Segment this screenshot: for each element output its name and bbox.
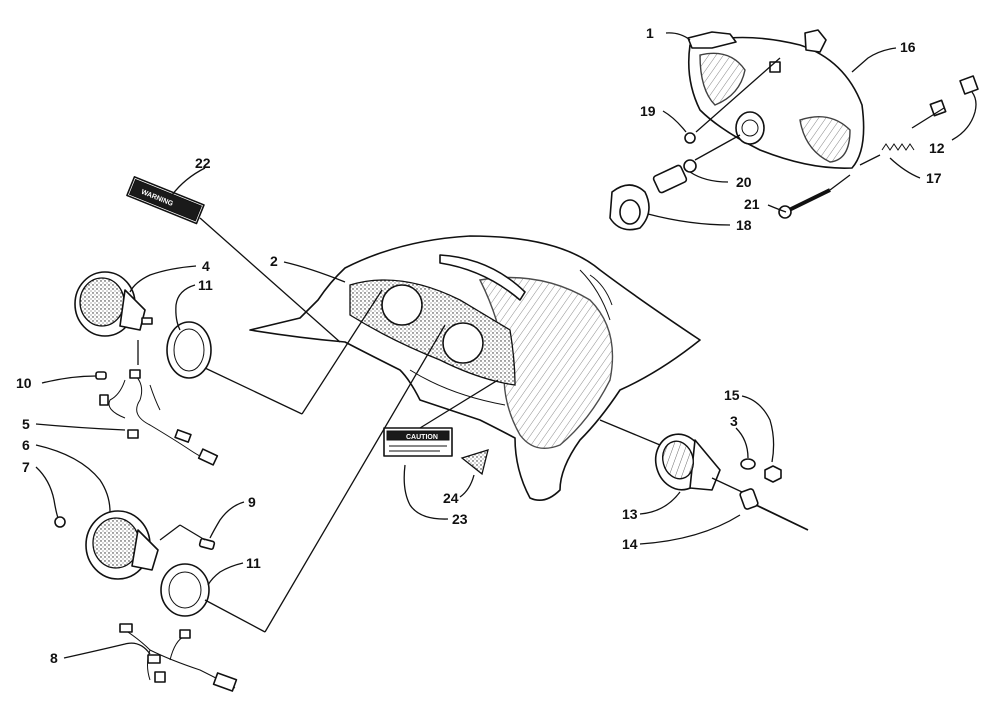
callout-11-lower: 11 xyxy=(246,555,261,571)
callout-15: 15 xyxy=(724,387,740,403)
callout-18: 18 xyxy=(736,217,752,233)
indicator-bulb-lower xyxy=(198,537,216,551)
callout-20: 20 xyxy=(736,174,752,190)
callout-3: 3 xyxy=(730,413,738,429)
callout-labels: 1 2 3 4 5 6 7 8 9 10 11 11 12 13 14 15 1… xyxy=(16,25,945,666)
callout-6: 6 xyxy=(22,437,30,453)
callout-17: 17 xyxy=(926,170,942,186)
hood-assembly xyxy=(249,235,701,501)
indicator-bulb-upper xyxy=(95,371,107,380)
gauge-bezel-ring-lower xyxy=(160,563,210,617)
callout-14: 14 xyxy=(622,536,638,552)
tachometer-gauge xyxy=(74,271,153,337)
washer xyxy=(740,458,756,470)
wiring-harness-lower xyxy=(119,623,238,692)
speedometer-bulb xyxy=(54,516,66,528)
cup-housing xyxy=(654,433,721,491)
headlight-housing xyxy=(687,29,865,169)
callout-23: 23 xyxy=(452,511,468,527)
callout-19: 19 xyxy=(640,103,656,119)
wiring-harness-upper xyxy=(99,369,219,466)
switch-cable xyxy=(739,488,809,531)
triangle-decal xyxy=(460,449,489,476)
bulb-socket xyxy=(652,159,697,194)
warning-decal: WARNING xyxy=(126,176,205,225)
callout-16: 16 xyxy=(900,39,916,55)
callout-10: 10 xyxy=(16,375,32,391)
retaining-ring xyxy=(609,184,650,231)
callout-21: 21 xyxy=(744,196,760,212)
caution-decal-text: CAUTION xyxy=(406,434,438,441)
headlight-clip xyxy=(687,31,737,49)
push-rivet xyxy=(684,132,696,144)
callout-1: 1 xyxy=(646,25,654,41)
callout-22: 22 xyxy=(195,155,211,171)
locknut xyxy=(764,465,782,483)
callout-2: 2 xyxy=(270,253,278,269)
adjusting-screw xyxy=(778,188,831,219)
callout-7: 7 xyxy=(22,459,30,475)
callout-5: 5 xyxy=(22,416,30,432)
callout-12: 12 xyxy=(929,140,945,156)
callout-8: 8 xyxy=(50,650,58,666)
gauge-bezel-ring-upper xyxy=(166,321,212,379)
callout-13: 13 xyxy=(622,506,638,522)
callout-24: 24 xyxy=(443,490,459,506)
callout-4: 4 xyxy=(202,258,210,274)
speedometer-gauge xyxy=(85,510,159,580)
caution-decal: CAUTION xyxy=(383,427,453,457)
callout-11-upper: 11 xyxy=(198,277,213,293)
adjusting-spring xyxy=(881,143,915,151)
callout-9: 9 xyxy=(248,494,256,510)
leader-lines xyxy=(35,32,977,659)
spring-retainer xyxy=(929,75,979,117)
